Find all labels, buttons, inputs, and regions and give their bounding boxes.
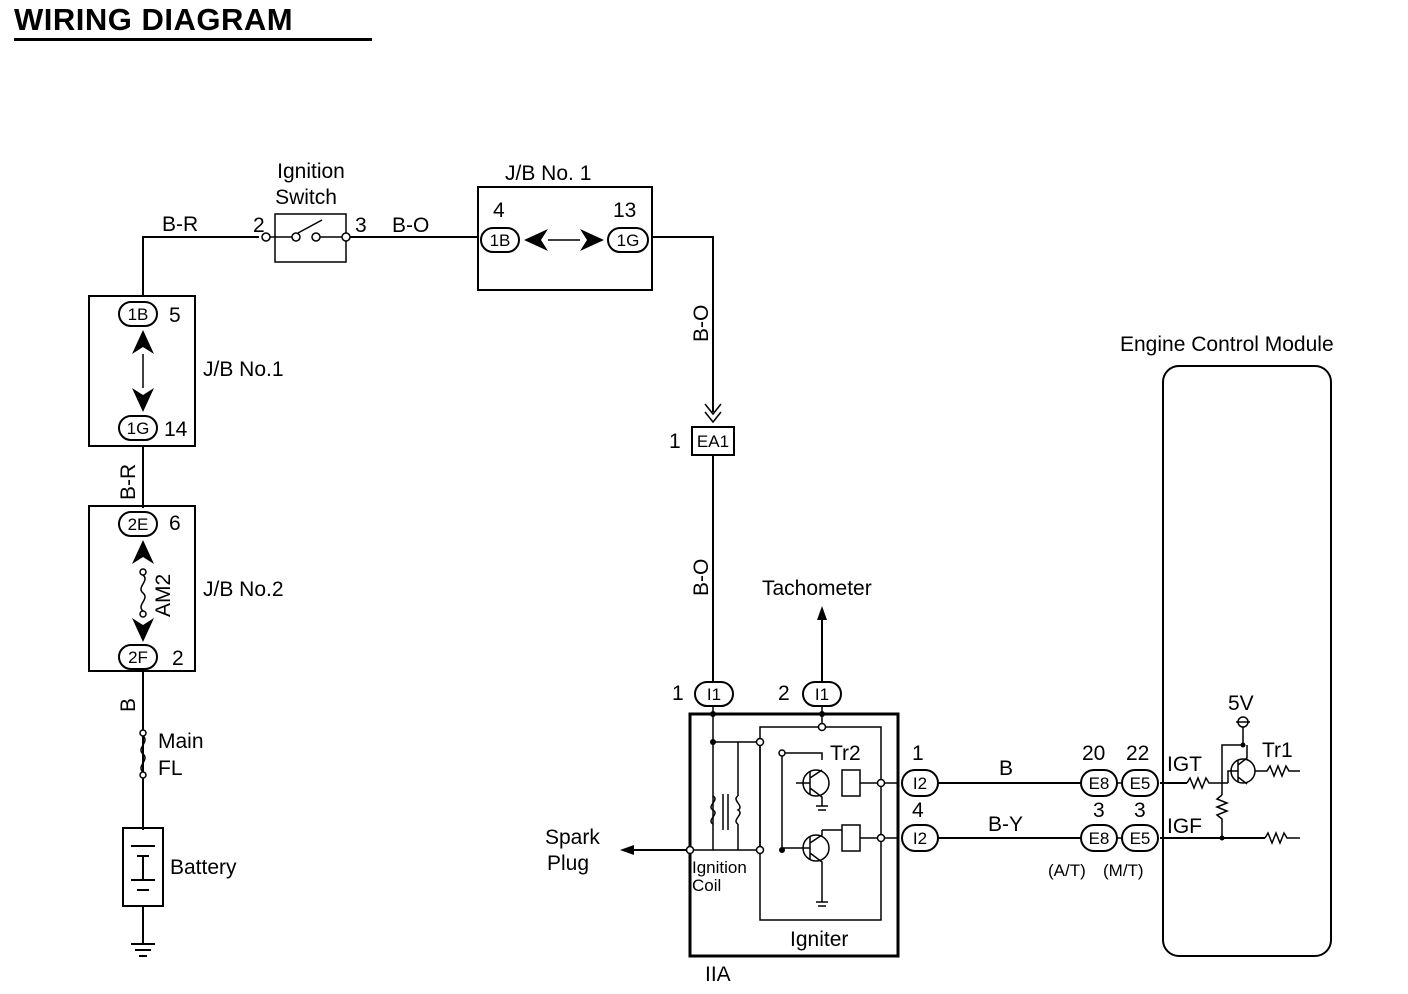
jb1-left-bottom-connector: 1G (127, 419, 150, 438)
battery-icon (131, 845, 155, 891)
jb2-fuse-label: AM2 (152, 574, 175, 617)
jb2-bottom-connector: 2F (128, 648, 148, 667)
jb1-top-left-pin-no: 4 (493, 199, 505, 222)
iia-igniter-assembly: IIA 1 I1 2 I1 Ignition Coil Tr2 (672, 681, 939, 986)
jb1-left-bottom-pin-no: 14 (164, 418, 188, 441)
iia-label: IIA (705, 963, 731, 986)
ecm-at-label: (A/T) (1048, 861, 1086, 880)
jb1-top-label: J/B No. 1 (505, 162, 591, 185)
ecm-igt-mt-connector: E5 (1130, 774, 1151, 793)
spark-plug-label-1: Spark (545, 826, 600, 849)
ea1-connector: EA1 1 (669, 426, 735, 456)
ea1-connector-label: EA1 (697, 432, 729, 451)
tr2-label: Tr2 (830, 742, 861, 765)
main-fusible-link: Main FL (139, 729, 204, 780)
ignition-coil-icon (710, 794, 741, 830)
ecm-igt-at-connector: E8 (1089, 774, 1110, 793)
wire-label-b: B (999, 757, 1013, 780)
ecm-igf-label: IGF (1167, 815, 1202, 838)
wire-label-b-y: B-Y (988, 813, 1023, 836)
spark-plug-arrow-icon (620, 845, 634, 855)
ecm-igt-label: IGT (1167, 753, 1202, 776)
iia-pin2-connector: I1 (815, 685, 829, 704)
ecm-mt-label: (M/T) (1103, 861, 1144, 880)
iia-pin1-no: 1 (672, 682, 684, 705)
ignition-switch-pin-out: 3 (355, 214, 367, 237)
ignition-switch: Ignition Switch 2 3 (253, 160, 367, 263)
engine-control-module: Engine Control Module IGT IGF Tr1 5V (1120, 333, 1334, 957)
wire-label-b-o-lower: B-O (690, 559, 713, 596)
tr1-label: Tr1 (1262, 739, 1293, 762)
jb2-top-pin-no: 6 (169, 512, 181, 535)
jb1-top-right-connector: 1G (617, 231, 640, 250)
ecm-connectors: 20 E8 22 E5 3 E8 3 E5 (A/T) (M/T) (1048, 742, 1159, 880)
battery: Battery (122, 827, 237, 957)
iia-out1-connector: I2 (913, 774, 927, 793)
ea1-connector-arrow-icon (704, 403, 722, 424)
ignition-switch-label-2: Switch (275, 186, 337, 209)
iia-pin2-no: 2 (778, 682, 790, 705)
wire-label-b-r-left: B-R (117, 464, 140, 500)
ecm-igf-mt-connector: E5 (1130, 829, 1151, 848)
jb2-top-connector: 2E (128, 515, 149, 534)
wire-label-b-o-right: B-O (690, 305, 713, 342)
ignition-coil-label-2: Coil (692, 876, 721, 895)
wires (142, 236, 1265, 944)
wire-label-b-o-top: B-O (392, 214, 429, 237)
wire-label-b-r-top: B-R (162, 213, 198, 236)
ecm-5v-label: 5V (1228, 692, 1254, 715)
ecm-igf-at-pin-no: 3 (1093, 799, 1105, 822)
ignition-switch-label-1: Ignition (277, 160, 345, 183)
iia-out2-no: 4 (912, 799, 924, 822)
ecm-label: Engine Control Module (1120, 333, 1334, 356)
am2-fuse-icon (140, 574, 146, 612)
jb1-top-left-connector: 1B (490, 231, 511, 250)
ecm-igf-at-connector: E8 (1089, 829, 1110, 848)
igniter-label: Igniter (790, 928, 848, 951)
arrowheads (620, 403, 827, 855)
page-title: WIRING DIAGRAM (14, 2, 294, 37)
spark-plug-label-2: Plug (547, 852, 589, 875)
jb1-left-top-pin-no: 5 (169, 304, 181, 327)
main-fl-label-1: Main (158, 730, 204, 753)
ea1-pin-no: 1 (669, 430, 681, 453)
jb2-bottom-pin-no: 2 (172, 647, 184, 670)
main-fl-label-2: FL (158, 757, 183, 780)
fusible-link-icon (140, 735, 146, 773)
igt-resistor-icon (1186, 775, 1228, 791)
junction-block-1-top: J/B No. 1 4 1B 13 1G (477, 162, 653, 291)
ignition-coil-label-1: Ignition (692, 858, 747, 877)
ecm-igf-mt-pin-no: 3 (1134, 799, 1146, 822)
iia-out1-no: 1 (912, 742, 924, 765)
junction-block-2: 2E 6 2F 2 AM2 J/B No.2 (88, 505, 284, 672)
ecm-igt-mt-pin-no: 22 (1126, 742, 1149, 765)
jb1-left-label: J/B No.1 (203, 358, 284, 381)
ignition-switch-pin-in: 2 (253, 214, 265, 237)
wire-label-b-left: B (117, 698, 140, 712)
igf-resistor-icon (1264, 830, 1300, 846)
iia-pin1-connector: I1 (707, 685, 721, 704)
jb1-top-right-pin-no: 13 (613, 199, 636, 222)
jb2-label: J/B No.2 (203, 578, 284, 601)
tachometer-label: Tachometer (762, 577, 872, 600)
ecm-igt-at-pin-no: 20 (1082, 742, 1105, 765)
igf-pullup-resistor-icon (1214, 794, 1230, 838)
jb1-left-top-connector: 1B (128, 305, 149, 324)
ground-icon (131, 943, 155, 957)
title-underline (14, 38, 372, 41)
battery-label: Battery (170, 856, 237, 879)
tachometer-arrow-icon (817, 606, 827, 620)
iia-out2-connector: I2 (913, 829, 927, 848)
junction-block-1-left: 1B 5 1G 14 J/B No.1 (88, 295, 284, 447)
